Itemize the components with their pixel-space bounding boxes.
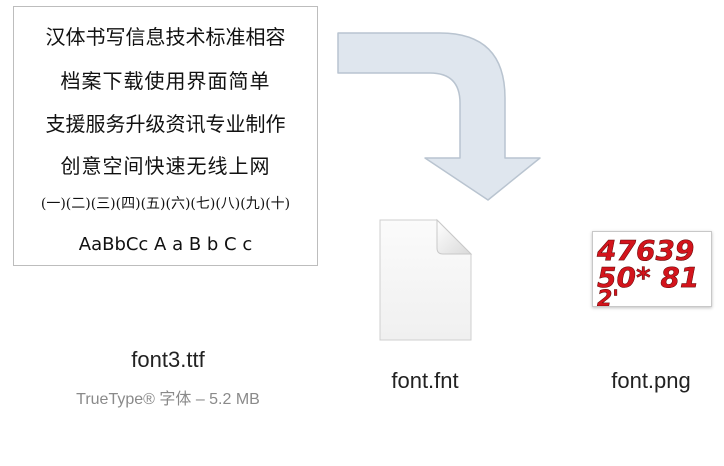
png-file-thumbnail[interactable]: 47639 50* 81 2' bbox=[592, 231, 712, 307]
document-icon[interactable] bbox=[375, 218, 475, 344]
file-subtitle-ttf: TrueType® 字体 – 5.2 MB bbox=[76, 391, 260, 408]
png-preview-line-3: 2' bbox=[597, 287, 619, 306]
file-name-fnt[interactable]: font.fnt bbox=[391, 368, 459, 393]
preview-line-4: 创意空间快速无线上网 bbox=[60, 154, 271, 178]
png-preview-image: 47639 50* 81 2' bbox=[596, 234, 700, 306]
preview-line-3: 支援服务升级资讯专业制作 bbox=[45, 112, 286, 136]
preview-line-5: (一)(二)(三)(四)(五)(六)(七)(八)(九)(十) bbox=[40, 196, 291, 212]
file-name-ttf[interactable]: font3.ttf bbox=[131, 347, 205, 372]
curved-down-arrow-icon bbox=[337, 32, 541, 201]
ttf-file-thumbnail[interactable]: 汉体书写信息技术标准相容 档案下载使用界面简单 支援服务升级资讯专业制作 创意空… bbox=[13, 6, 318, 266]
png-preview-line-1: 47639 bbox=[596, 234, 694, 267]
preview-line-6: AaBbCc A a B b C c bbox=[78, 234, 253, 255]
preview-line-1: 汉体书写信息技术标准相容 bbox=[45, 25, 286, 49]
png-preview-line-2: 50* 81 bbox=[597, 261, 699, 294]
file-name-png[interactable]: font.png bbox=[611, 368, 691, 393]
preview-line-2: 档案下载使用界面简单 bbox=[60, 69, 271, 93]
